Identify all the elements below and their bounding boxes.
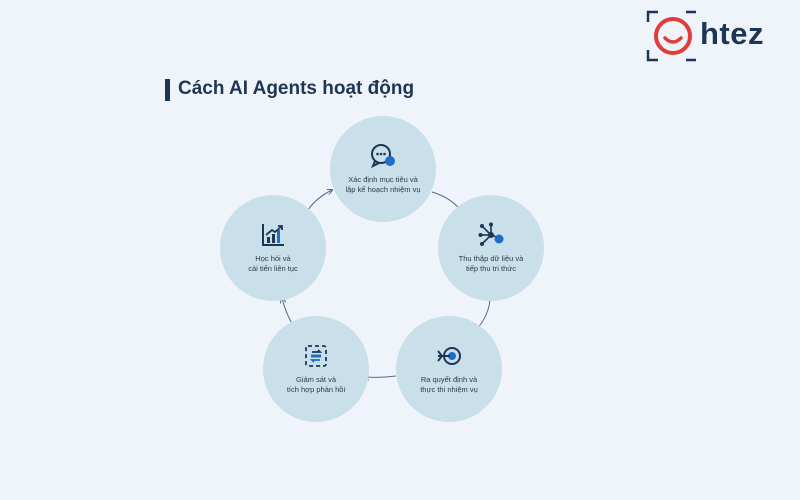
brand-name: htez bbox=[700, 16, 764, 51]
node-label: Xác định mục tiêu và lập kế hoạch nhiệm … bbox=[345, 175, 421, 194]
node-label: Ra quyết định và thực thi nhiệm vụ bbox=[420, 375, 478, 394]
cycle-node-monitoring-feedback: Giám sát và tích hợp phản hồi bbox=[263, 316, 369, 422]
growth-chart-icon bbox=[262, 224, 284, 246]
arrow-3-to-4 bbox=[364, 376, 397, 377]
page-title: Cách AI Agents hoạt động bbox=[178, 78, 415, 99]
monitor-feedback-icon bbox=[305, 345, 327, 367]
node-label: Thu thập dữ liệu và tiếp thu tri thức bbox=[458, 254, 524, 273]
cycle-node-data-collection: Thu thập dữ liệu và tiếp thu tri thức bbox=[438, 195, 544, 301]
brand-logo: htez bbox=[646, 10, 792, 62]
logo-mark-icon bbox=[646, 10, 696, 62]
chat-bubble-icon bbox=[371, 144, 395, 169]
node-label: Học hỏi và cải tiến liên tục bbox=[248, 254, 298, 273]
cycle-node-learning-improvement: Học hỏi và cải tiến liên tục bbox=[220, 195, 326, 301]
cycle-node-decision-execution: Ra quyết định và thực thi nhiệm vụ bbox=[396, 316, 502, 422]
cycle-node-goal-planning: Xác định mục tiêu và lập kế hoạch nhiệm … bbox=[330, 116, 436, 222]
node-label: Giám sát và tích hợp phản hồi bbox=[286, 375, 346, 394]
network-icon bbox=[478, 222, 504, 246]
title-accent-bar bbox=[165, 79, 170, 101]
target-arrow-icon bbox=[437, 347, 461, 365]
arrow-5-to-1 bbox=[307, 190, 332, 211]
